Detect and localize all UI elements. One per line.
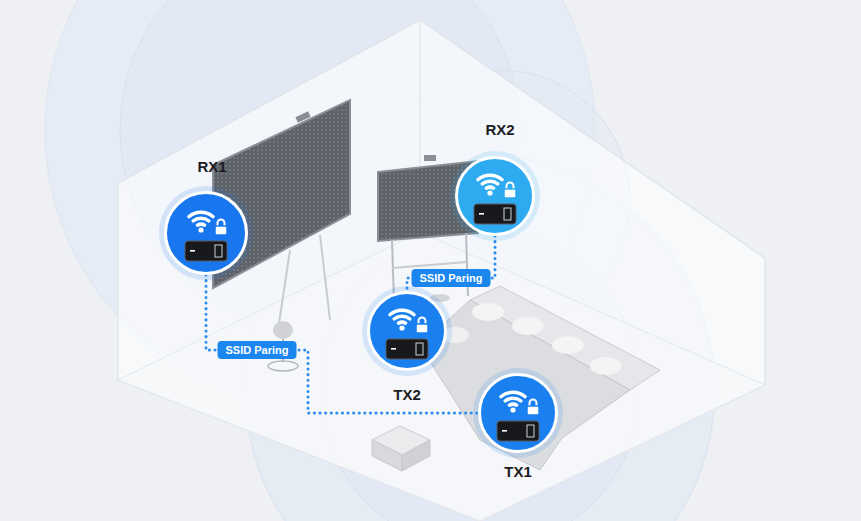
wireless-node: TX2	[367, 291, 447, 371]
wifi-icon	[476, 173, 504, 195]
device-label: TX1	[504, 463, 532, 480]
device-label: RX1	[197, 158, 226, 175]
device-label: TX2	[393, 386, 421, 403]
edge-label: SSID Paring	[218, 341, 297, 359]
lock-icon	[527, 400, 539, 416]
wireless-node: TX1	[478, 373, 558, 453]
halo	[473, 368, 563, 458]
ottoman	[372, 426, 430, 471]
wifi-icon	[388, 308, 416, 330]
node-circle	[457, 158, 534, 235]
node-shape	[367, 291, 447, 371]
device-icon	[185, 241, 227, 261]
device-label: RX2	[485, 121, 514, 138]
node-circle	[480, 375, 557, 452]
node-circle	[166, 193, 247, 274]
node-shape	[164, 191, 248, 275]
node-circle	[369, 293, 446, 370]
wireless-node: RX1	[164, 191, 248, 275]
wifi-icon	[499, 390, 527, 412]
edge-label: SSID Paring	[412, 269, 491, 287]
sofa	[420, 286, 660, 470]
lock-icon	[504, 183, 516, 199]
node-shape	[455, 156, 535, 236]
device-icon	[474, 204, 516, 224]
halo	[450, 151, 540, 241]
lock-icon	[215, 220, 227, 236]
halo	[362, 286, 452, 376]
wifi-icon	[187, 210, 215, 232]
halo	[159, 186, 253, 280]
pairing-link	[206, 275, 478, 413]
wireless-node: RX2	[455, 156, 535, 236]
room	[118, 20, 765, 521]
lock-icon	[416, 318, 428, 334]
device-icon	[497, 421, 539, 441]
pairing-link	[407, 236, 495, 291]
node-shape	[478, 373, 558, 453]
device-icon	[386, 339, 428, 359]
